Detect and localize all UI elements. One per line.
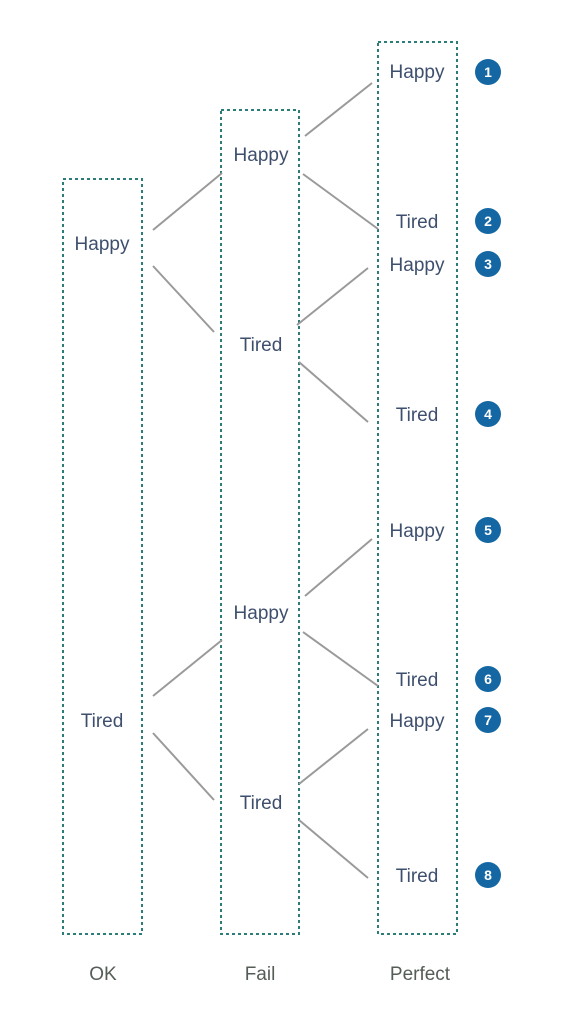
column-box-fail <box>220 109 300 935</box>
edge-ok-tired-to-fail-happy-2 <box>152 639 223 697</box>
node-fail-happy-1: Happy <box>234 145 289 166</box>
badge-3: 3 <box>475 251 501 277</box>
edge-ok-happy-to-fail-tired-1 <box>152 265 215 333</box>
badge-4-number: 4 <box>484 406 492 422</box>
edges <box>152 82 379 879</box>
node-fail-tired-1: Tired <box>240 335 283 356</box>
badge-4: 4 <box>475 401 501 427</box>
node-fail-happy-2: Happy <box>234 603 289 624</box>
badge-5: 5 <box>475 517 501 543</box>
edge-fail-tired-1-to-perfect-4 <box>298 361 369 423</box>
node-perfect-7: Happy <box>390 711 445 732</box>
node-perfect-6: Tired <box>396 670 439 691</box>
badge-8-number: 8 <box>484 867 492 883</box>
column-label-ok: OK <box>89 964 117 985</box>
edge-fail-tired-1-to-perfect-3 <box>296 267 369 326</box>
badge-7: 7 <box>475 707 501 733</box>
badge-3-number: 3 <box>484 256 492 272</box>
edge-ok-happy-to-fail-happy-1 <box>152 172 223 231</box>
edge-fail-happy-1-to-perfect-1 <box>304 82 373 137</box>
node-perfect-5: Happy <box>390 521 445 542</box>
badge-2: 2 <box>475 208 501 234</box>
badge-6: 6 <box>475 666 501 692</box>
edge-ok-tired-to-fail-tired-2 <box>152 732 215 801</box>
badge-1: 1 <box>475 59 501 85</box>
column-label-perfect: Perfect <box>390 964 451 985</box>
node-perfect-3: Happy <box>390 255 445 276</box>
node-perfect-8: Tired <box>396 866 439 887</box>
column-label-fail: Fail <box>245 964 276 985</box>
node-perfect-4: Tired <box>396 405 439 426</box>
badge-1-number: 1 <box>484 64 492 80</box>
edge-fail-tired-2-to-perfect-7 <box>298 728 369 785</box>
node-fail-tired-2: Tired <box>240 793 283 814</box>
edge-fail-tired-2-to-perfect-8 <box>298 819 369 879</box>
edge-fail-happy-1-to-perfect-2 <box>302 173 379 230</box>
badge-2-number: 2 <box>484 213 492 229</box>
edge-fail-happy-2-to-perfect-5 <box>304 538 373 597</box>
node-perfect-1: Happy <box>390 62 445 83</box>
badge-5-number: 5 <box>484 522 492 538</box>
badge-6-number: 6 <box>484 671 492 687</box>
node-ok-happy: Happy <box>75 234 130 255</box>
column-box-perfect <box>377 41 458 935</box>
badge-8: 8 <box>475 862 501 888</box>
column-box-ok <box>62 178 143 935</box>
edge-fail-happy-2-to-perfect-6 <box>302 631 379 687</box>
badge-7-number: 7 <box>484 712 492 728</box>
node-perfect-2: Tired <box>396 212 439 233</box>
node-ok-tired: Tired <box>81 711 124 732</box>
